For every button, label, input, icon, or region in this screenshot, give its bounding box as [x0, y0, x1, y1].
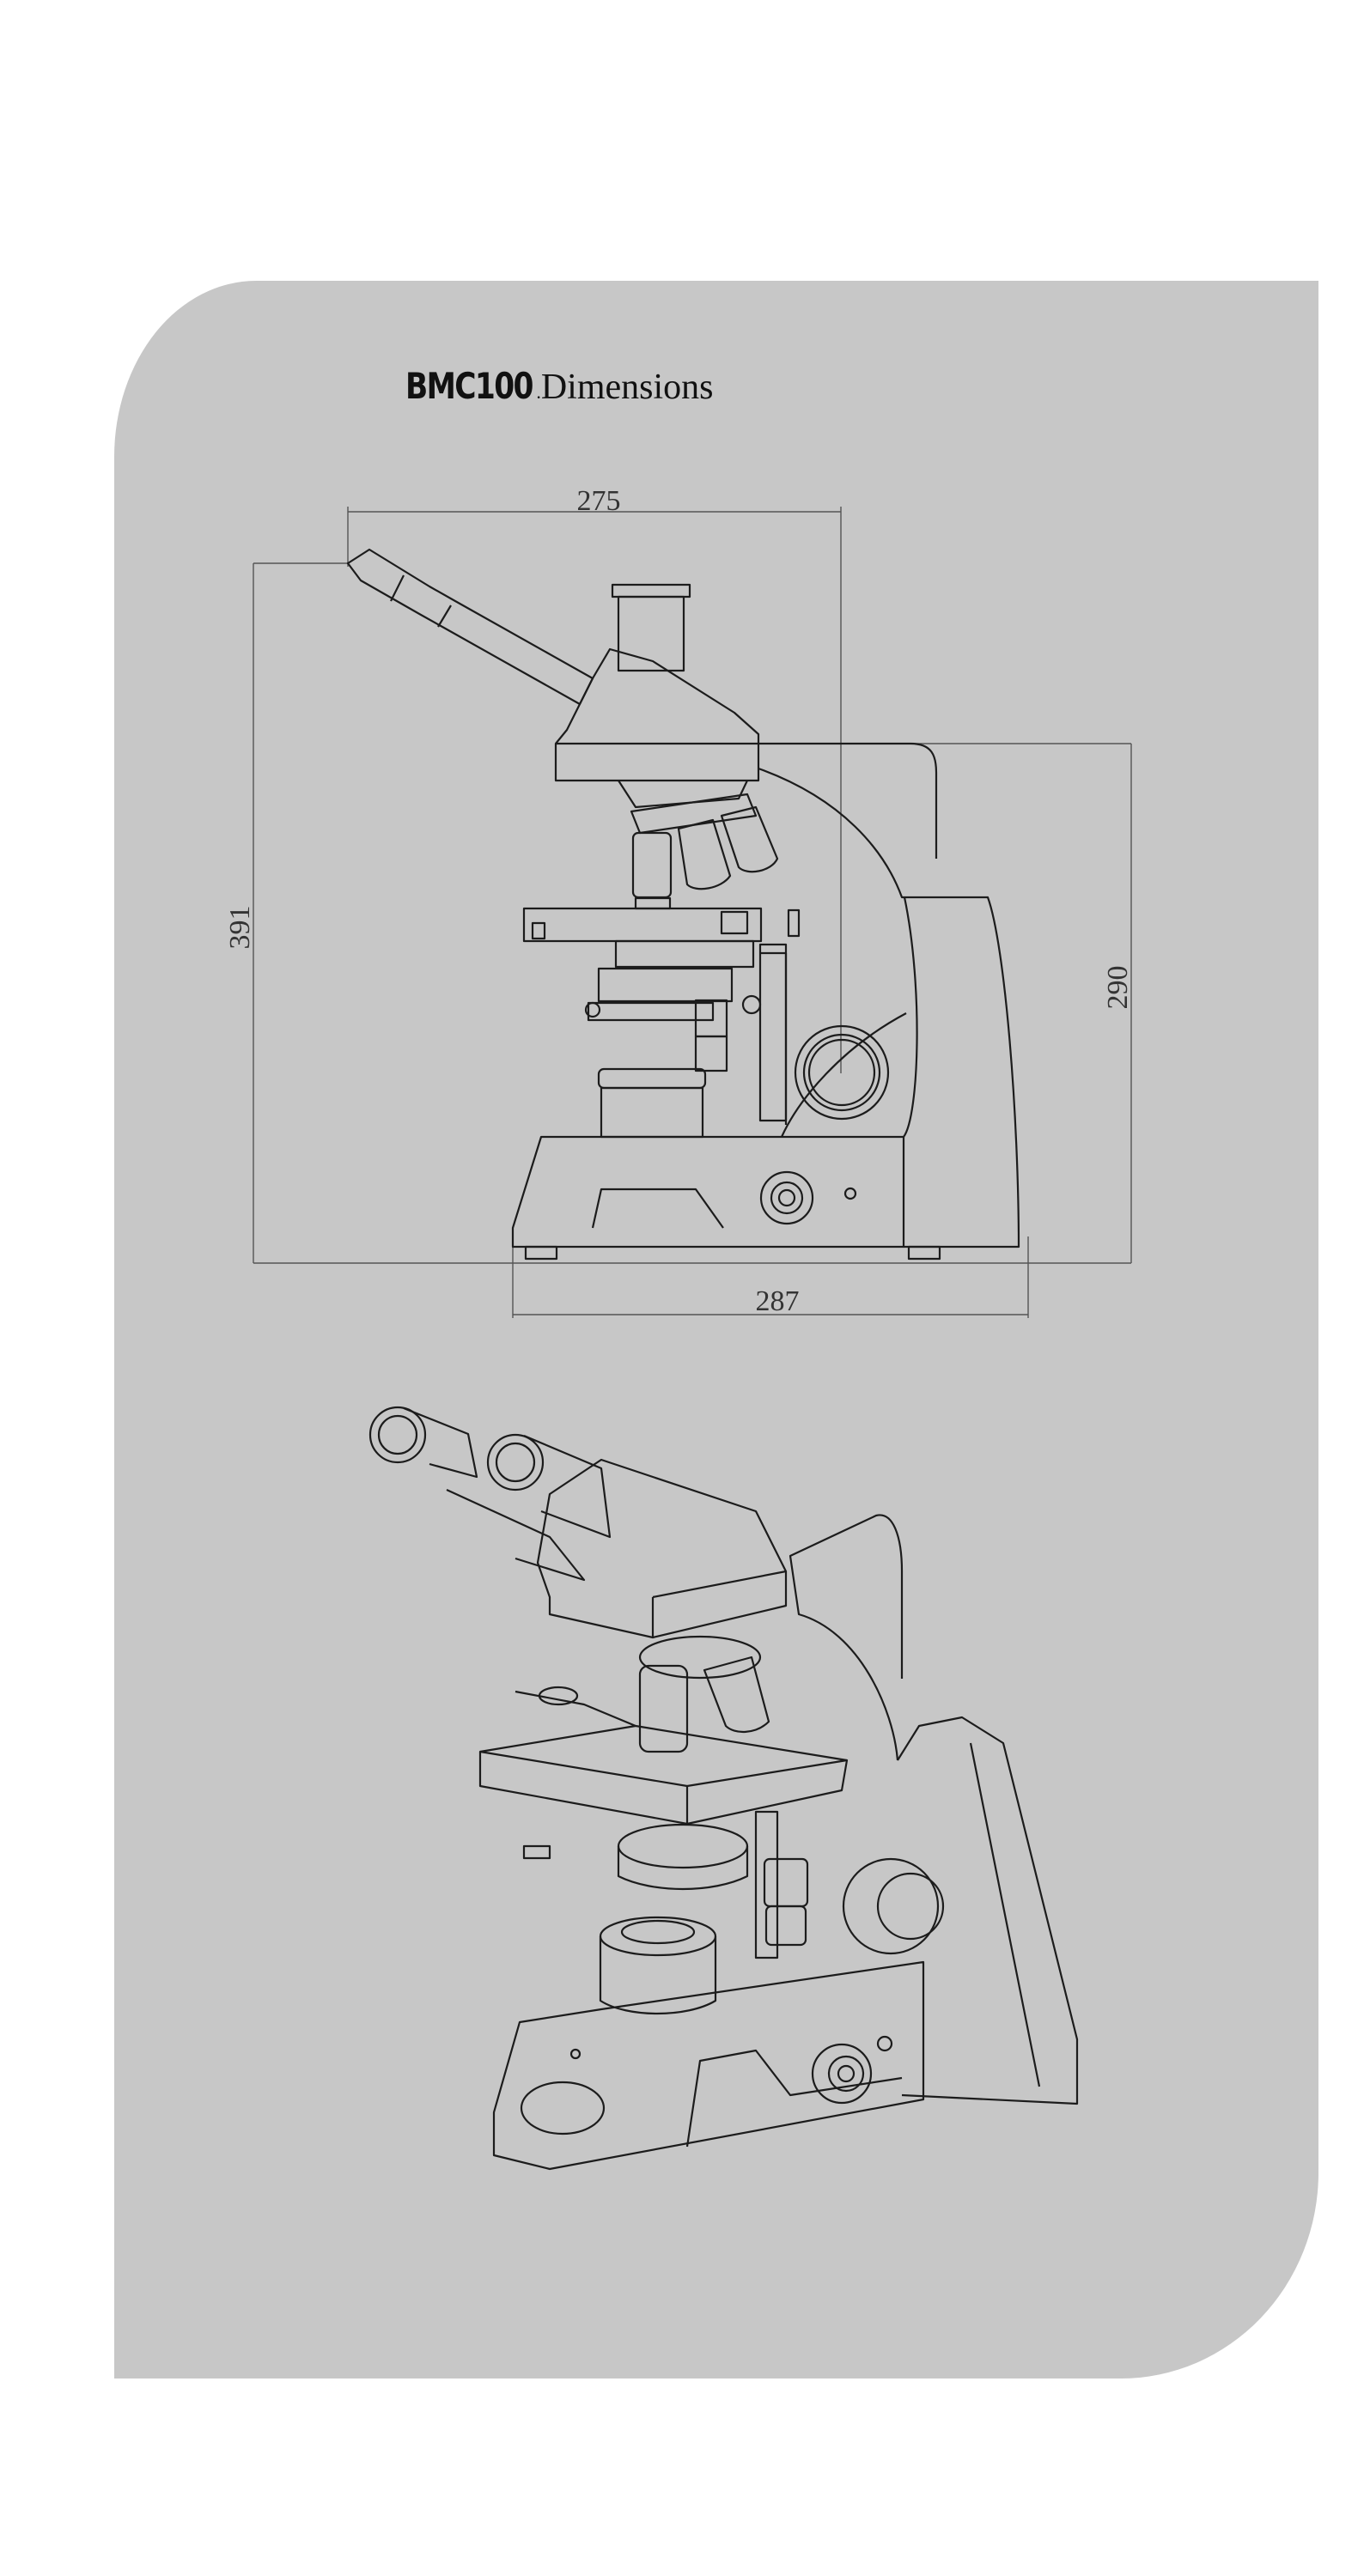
- dim-label-287: 287: [756, 1285, 800, 1317]
- microscope-side-view: [346, 548, 1020, 1261]
- model-name: BMC100: [405, 365, 533, 407]
- microscope-perspective-view: [368, 1406, 1079, 2171]
- dim-label-275: 275: [577, 485, 621, 517]
- dim-label-391: 391: [224, 906, 256, 950]
- title-word: Dimensions: [540, 368, 714, 407]
- title-separator: .: [536, 381, 541, 403]
- dim-label-290: 290: [1102, 966, 1134, 1010]
- gray-panel: [114, 281, 1318, 2379]
- dimension-lines: [253, 507, 1132, 1318]
- page-title: BMC100.Dimensions: [405, 365, 713, 408]
